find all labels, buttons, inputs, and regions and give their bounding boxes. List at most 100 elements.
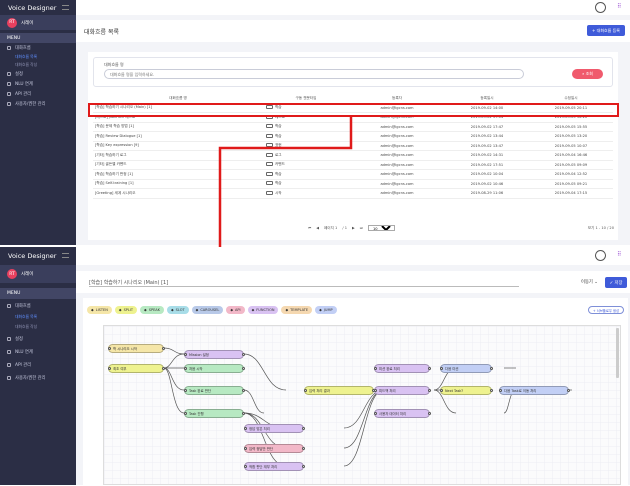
input-port[interactable] bbox=[439, 367, 443, 371]
tool-jump[interactable]: ◆JUMP bbox=[315, 306, 337, 314]
sidebar-item-users[interactable]: 사용자/권한 관리 bbox=[0, 371, 76, 384]
flow-node-feedback[interactable]: 피드백 처리 bbox=[373, 386, 431, 395]
sidebar-item-flow[interactable]: 대화흐름 bbox=[0, 299, 76, 312]
input-port[interactable] bbox=[243, 427, 247, 431]
sidebar-item-flow-list[interactable]: 대화흐름 목록 bbox=[15, 314, 38, 319]
output-port[interactable] bbox=[161, 347, 165, 351]
input-port[interactable] bbox=[373, 367, 377, 371]
output-port[interactable] bbox=[489, 389, 493, 393]
add-subflow-button[interactable]: + 서브플로우 생성 bbox=[587, 306, 624, 314]
output-port[interactable] bbox=[241, 412, 245, 416]
search-button[interactable]: ⌕ 조회 bbox=[572, 69, 603, 79]
flow-node-split1[interactable]: 최초 여부 bbox=[107, 364, 165, 373]
canvas-scrollbar[interactable] bbox=[616, 328, 619, 378]
sidebar-item-nlu[interactable]: NLU 연계 bbox=[0, 345, 76, 358]
output-port[interactable] bbox=[427, 367, 431, 371]
input-port[interactable] bbox=[183, 412, 187, 416]
input-port[interactable] bbox=[373, 389, 377, 393]
output-port[interactable] bbox=[566, 389, 570, 393]
sidebar-item-flow[interactable]: 대화흐름 bbox=[0, 43, 76, 53]
user-row[interactable]: RT 시레이 bbox=[0, 15, 76, 30]
input-port[interactable] bbox=[183, 389, 187, 393]
column-header[interactable]: 대화흐름 명 bbox=[93, 95, 263, 104]
input-port[interactable] bbox=[183, 367, 187, 371]
output-port[interactable] bbox=[241, 367, 245, 371]
flow-node-first-learn[interactable]: 처음 시작 bbox=[183, 364, 245, 373]
search-input[interactable] bbox=[104, 69, 524, 79]
tool-carousel[interactable]: ◆CAROUSEL bbox=[191, 306, 224, 314]
input-port[interactable] bbox=[373, 412, 377, 416]
user-row[interactable]: RT 시레이 bbox=[0, 265, 76, 283]
tool-speak[interactable]: ◆SPEAK bbox=[140, 306, 164, 314]
menu-toggle-icon[interactable] bbox=[62, 253, 69, 258]
flow-node-user-data[interactable]: 사용자 데이터 처리 bbox=[373, 409, 431, 418]
output-port[interactable] bbox=[427, 389, 431, 393]
column-header[interactable]: 구동 챗봇타입 bbox=[263, 95, 349, 104]
tool-split[interactable]: ◆SPLIT bbox=[114, 306, 138, 314]
column-header[interactable]: 등록자 bbox=[349, 95, 445, 104]
column-header[interactable]: 수정일시 bbox=[529, 95, 613, 104]
flow-node-task-pass[interactable]: Task 완료 판단 bbox=[183, 386, 245, 395]
sidebar-item-nlu[interactable]: NLU 연계 bbox=[0, 79, 76, 89]
input-port[interactable] bbox=[243, 447, 247, 451]
output-port[interactable] bbox=[301, 447, 305, 451]
add-flow-button[interactable]: + 대화흐름 등록 bbox=[587, 25, 625, 36]
sidebar-item-flow-create[interactable]: 대화흐름 작성 bbox=[15, 62, 38, 67]
apps-grid-icon[interactable]: ⠿ bbox=[617, 251, 622, 258]
input-port[interactable] bbox=[107, 367, 111, 371]
profile-icon[interactable] bbox=[595, 2, 606, 13]
flow-node-move-next[interactable]: 다음 Task로 이동 처리 bbox=[498, 386, 570, 395]
input-port[interactable] bbox=[303, 389, 307, 393]
flow-node-judge[interactable]: 입력 처리 결과 bbox=[303, 386, 375, 395]
output-port[interactable] bbox=[301, 465, 305, 469]
flow-node-correct-judge[interactable]: 입력 정답만 판단 bbox=[243, 444, 305, 453]
output-port[interactable] bbox=[427, 412, 431, 416]
tool-function[interactable]: ◆FUNCTION bbox=[247, 306, 279, 314]
tool-api[interactable]: ◆API bbox=[226, 306, 245, 314]
input-port[interactable] bbox=[183, 353, 187, 357]
output-port[interactable] bbox=[161, 367, 165, 371]
flow-node-task-run[interactable]: Task 진행 bbox=[183, 409, 245, 418]
save-button[interactable]: ✓ 저장 bbox=[605, 277, 627, 288]
flow-node-mission[interactable]: Mission 설정 bbox=[183, 350, 245, 359]
input-port[interactable] bbox=[107, 347, 111, 351]
input-port[interactable] bbox=[243, 465, 247, 469]
sidebar-item-flow-list[interactable]: 대화흐름 목록 bbox=[15, 54, 38, 59]
flow-node-next-task[interactable]: Next Task? bbox=[439, 386, 493, 395]
apps-grid-icon[interactable]: ⠿ bbox=[617, 3, 622, 10]
menu-toggle-icon[interactable] bbox=[62, 5, 69, 10]
input-port[interactable] bbox=[439, 389, 443, 393]
tool-template[interactable]: ◆TEMPLATE bbox=[281, 306, 313, 314]
output-port[interactable] bbox=[241, 389, 245, 393]
tool-slot[interactable]: ◆SLOT bbox=[166, 306, 189, 314]
output-port[interactable] bbox=[301, 427, 305, 431]
first-page-icon[interactable]: ⏮ bbox=[308, 226, 312, 230]
sidebar-item-settings[interactable]: 설정 bbox=[0, 332, 76, 345]
sidebar-item-api[interactable]: API 관리 bbox=[0, 89, 76, 99]
sidebar-item-api[interactable]: API 관리 bbox=[0, 358, 76, 371]
output-port[interactable] bbox=[489, 367, 493, 371]
flow-node-start[interactable]: 학 시나리오 시작 bbox=[107, 344, 165, 353]
next-page-icon[interactable]: ▶ bbox=[352, 226, 355, 230]
flow-node-check-correct[interactable]: 정답 맞은 처리 bbox=[243, 424, 305, 433]
sidebar-item-settings[interactable]: 설정 bbox=[0, 69, 76, 79]
last-page-icon[interactable]: ⏭ bbox=[359, 226, 363, 230]
input-port[interactable] bbox=[498, 389, 502, 393]
profile-icon[interactable] bbox=[595, 250, 606, 261]
sidebar-item-flow-create[interactable]: 대화흐름 작성 bbox=[15, 324, 38, 329]
flow-node-end-check[interactable]: 미션 완료 처리 bbox=[373, 364, 431, 373]
column-header[interactable]: 등록일시 bbox=[445, 95, 529, 104]
flow-title-input[interactable] bbox=[89, 278, 519, 287]
flow-node-learn-more[interactable]: 다음 미션 bbox=[439, 364, 493, 373]
page-size-select[interactable]: 10 bbox=[368, 225, 395, 231]
output-port[interactable] bbox=[241, 353, 245, 357]
tool-listen[interactable]: ◆LISTEN bbox=[87, 306, 112, 314]
